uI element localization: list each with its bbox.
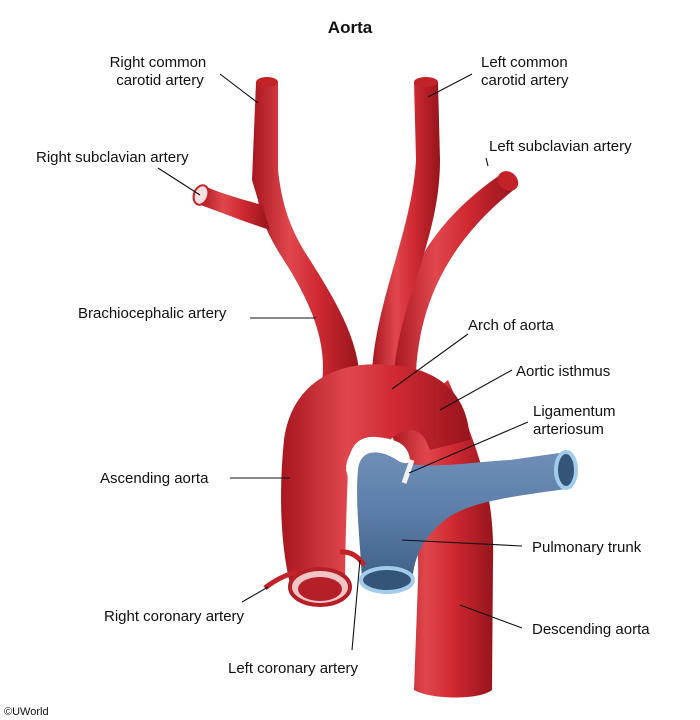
ligamentum-shape — [401, 459, 415, 484]
label-right-coronary: Right coronary artery — [104, 608, 245, 625]
label-isthmus: Aortic isthmus — [516, 363, 610, 380]
leader-right-coronary — [241, 586, 269, 603]
copyright: ©UWorld — [4, 706, 49, 718]
pulmonary-right-opening — [554, 450, 578, 490]
right-subclavian-opening — [192, 184, 210, 206]
label-brachiocephalic: Brachiocephalic artery — [78, 305, 227, 322]
leader-lines — [157, 73, 529, 651]
leader-ligamentum — [408, 421, 529, 474]
leader-pulmonary — [401, 539, 523, 547]
label-pulmonary-trunk: Pulmonary trunk — [532, 539, 642, 556]
left-common-carotid-shape — [372, 82, 440, 372]
label-right-common-carotid: Right common carotid artery — [110, 54, 211, 89]
aortic-arch-shape — [281, 364, 470, 592]
leader-descending — [459, 604, 523, 629]
pulmonary-base-opening — [359, 566, 415, 594]
leader-arch — [391, 333, 469, 390]
leader-left-coronary — [351, 559, 361, 651]
aortic-root-lumen — [298, 577, 342, 601]
leader-right-subclavian — [157, 167, 201, 196]
artery-illustration — [192, 77, 519, 698]
leader-isthmus — [439, 369, 513, 411]
label-ligamentum: Ligamentum arteriosum — [533, 403, 620, 438]
label-right-subclavian: Right subclavian artery — [36, 149, 189, 166]
descending-aorta-shape — [390, 380, 494, 698]
left-subclavian-shape — [392, 175, 516, 372]
left-coronary-shape — [339, 549, 367, 567]
left-carotid-opening — [414, 77, 438, 87]
brachiocephalic-shape — [252, 82, 360, 400]
label-arch: Arch of aorta — [468, 317, 555, 334]
pulmonary-trunk-shape — [357, 452, 572, 582]
right-subclavian-shape — [198, 186, 270, 230]
diagram-title: Aorta — [328, 18, 373, 37]
label-left-common-carotid: Left common carotid artery — [481, 54, 572, 89]
leader-right-common-carotid — [219, 73, 259, 104]
label-left-subclavian: Left subclavian artery — [489, 138, 632, 155]
label-left-coronary: Left coronary artery — [228, 660, 359, 677]
pulmonary-illustration — [339, 450, 578, 594]
labels: Right common carotid artery Left common … — [36, 54, 650, 677]
right-carotid-opening — [256, 77, 278, 87]
label-ascending: Ascending aorta — [100, 470, 209, 487]
leader-left-subclavian — [485, 157, 489, 167]
label-descending: Descending aorta — [532, 621, 650, 638]
leader-left-common-carotid — [427, 73, 473, 98]
right-coronary-shape — [263, 569, 298, 590]
left-subclavian-opening — [497, 171, 519, 191]
